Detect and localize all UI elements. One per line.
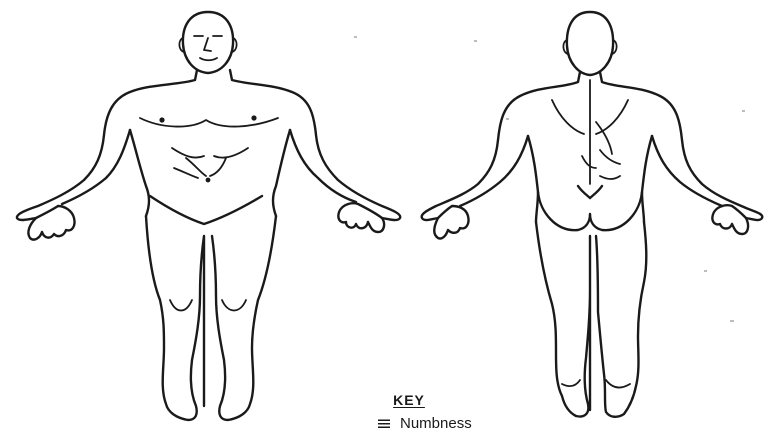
back-left-hand: [434, 206, 468, 239]
back-lower-back: [582, 122, 620, 179]
scan-speckles: [354, 36, 745, 322]
front-left-inner-arm: [62, 130, 130, 204]
front-right-nipple: [251, 115, 256, 120]
key-item-numbness: Numbness: [378, 414, 472, 432]
back-torso-left: [528, 136, 538, 222]
front-left-knee: [170, 300, 192, 311]
back-right-ankle: [606, 380, 630, 387]
front-mouth: [200, 58, 217, 60]
hatched-square-icon: [378, 418, 390, 428]
front-head: [183, 12, 233, 73]
front-nose: [204, 38, 211, 51]
key-title: KEY: [374, 392, 444, 408]
back-left-ankle: [562, 380, 580, 386]
front-abdomen: [172, 148, 248, 178]
back-torso-right: [642, 136, 652, 222]
back-buttocks: [538, 186, 642, 230]
front-body-figure: [17, 12, 400, 420]
front-navel: [206, 178, 211, 183]
back-right-inner-arm: [652, 136, 722, 206]
front-left-nipple: [159, 117, 164, 122]
front-torso-left: [130, 130, 149, 216]
front-right-hand: [338, 203, 384, 232]
front-left-hand: [28, 206, 74, 240]
back-body-figure: [422, 12, 763, 417]
back-right-hand: [712, 205, 748, 234]
back-left-inner-arm: [460, 136, 528, 206]
front-right-inner-arm: [290, 130, 356, 202]
front-pelvis: [150, 196, 262, 224]
back-head: [567, 12, 613, 75]
back-left-scapula: [552, 100, 584, 134]
front-torso-right: [273, 130, 290, 216]
front-legs: [146, 216, 276, 420]
back-legs: [536, 222, 646, 417]
front-right-knee: [222, 300, 246, 311]
